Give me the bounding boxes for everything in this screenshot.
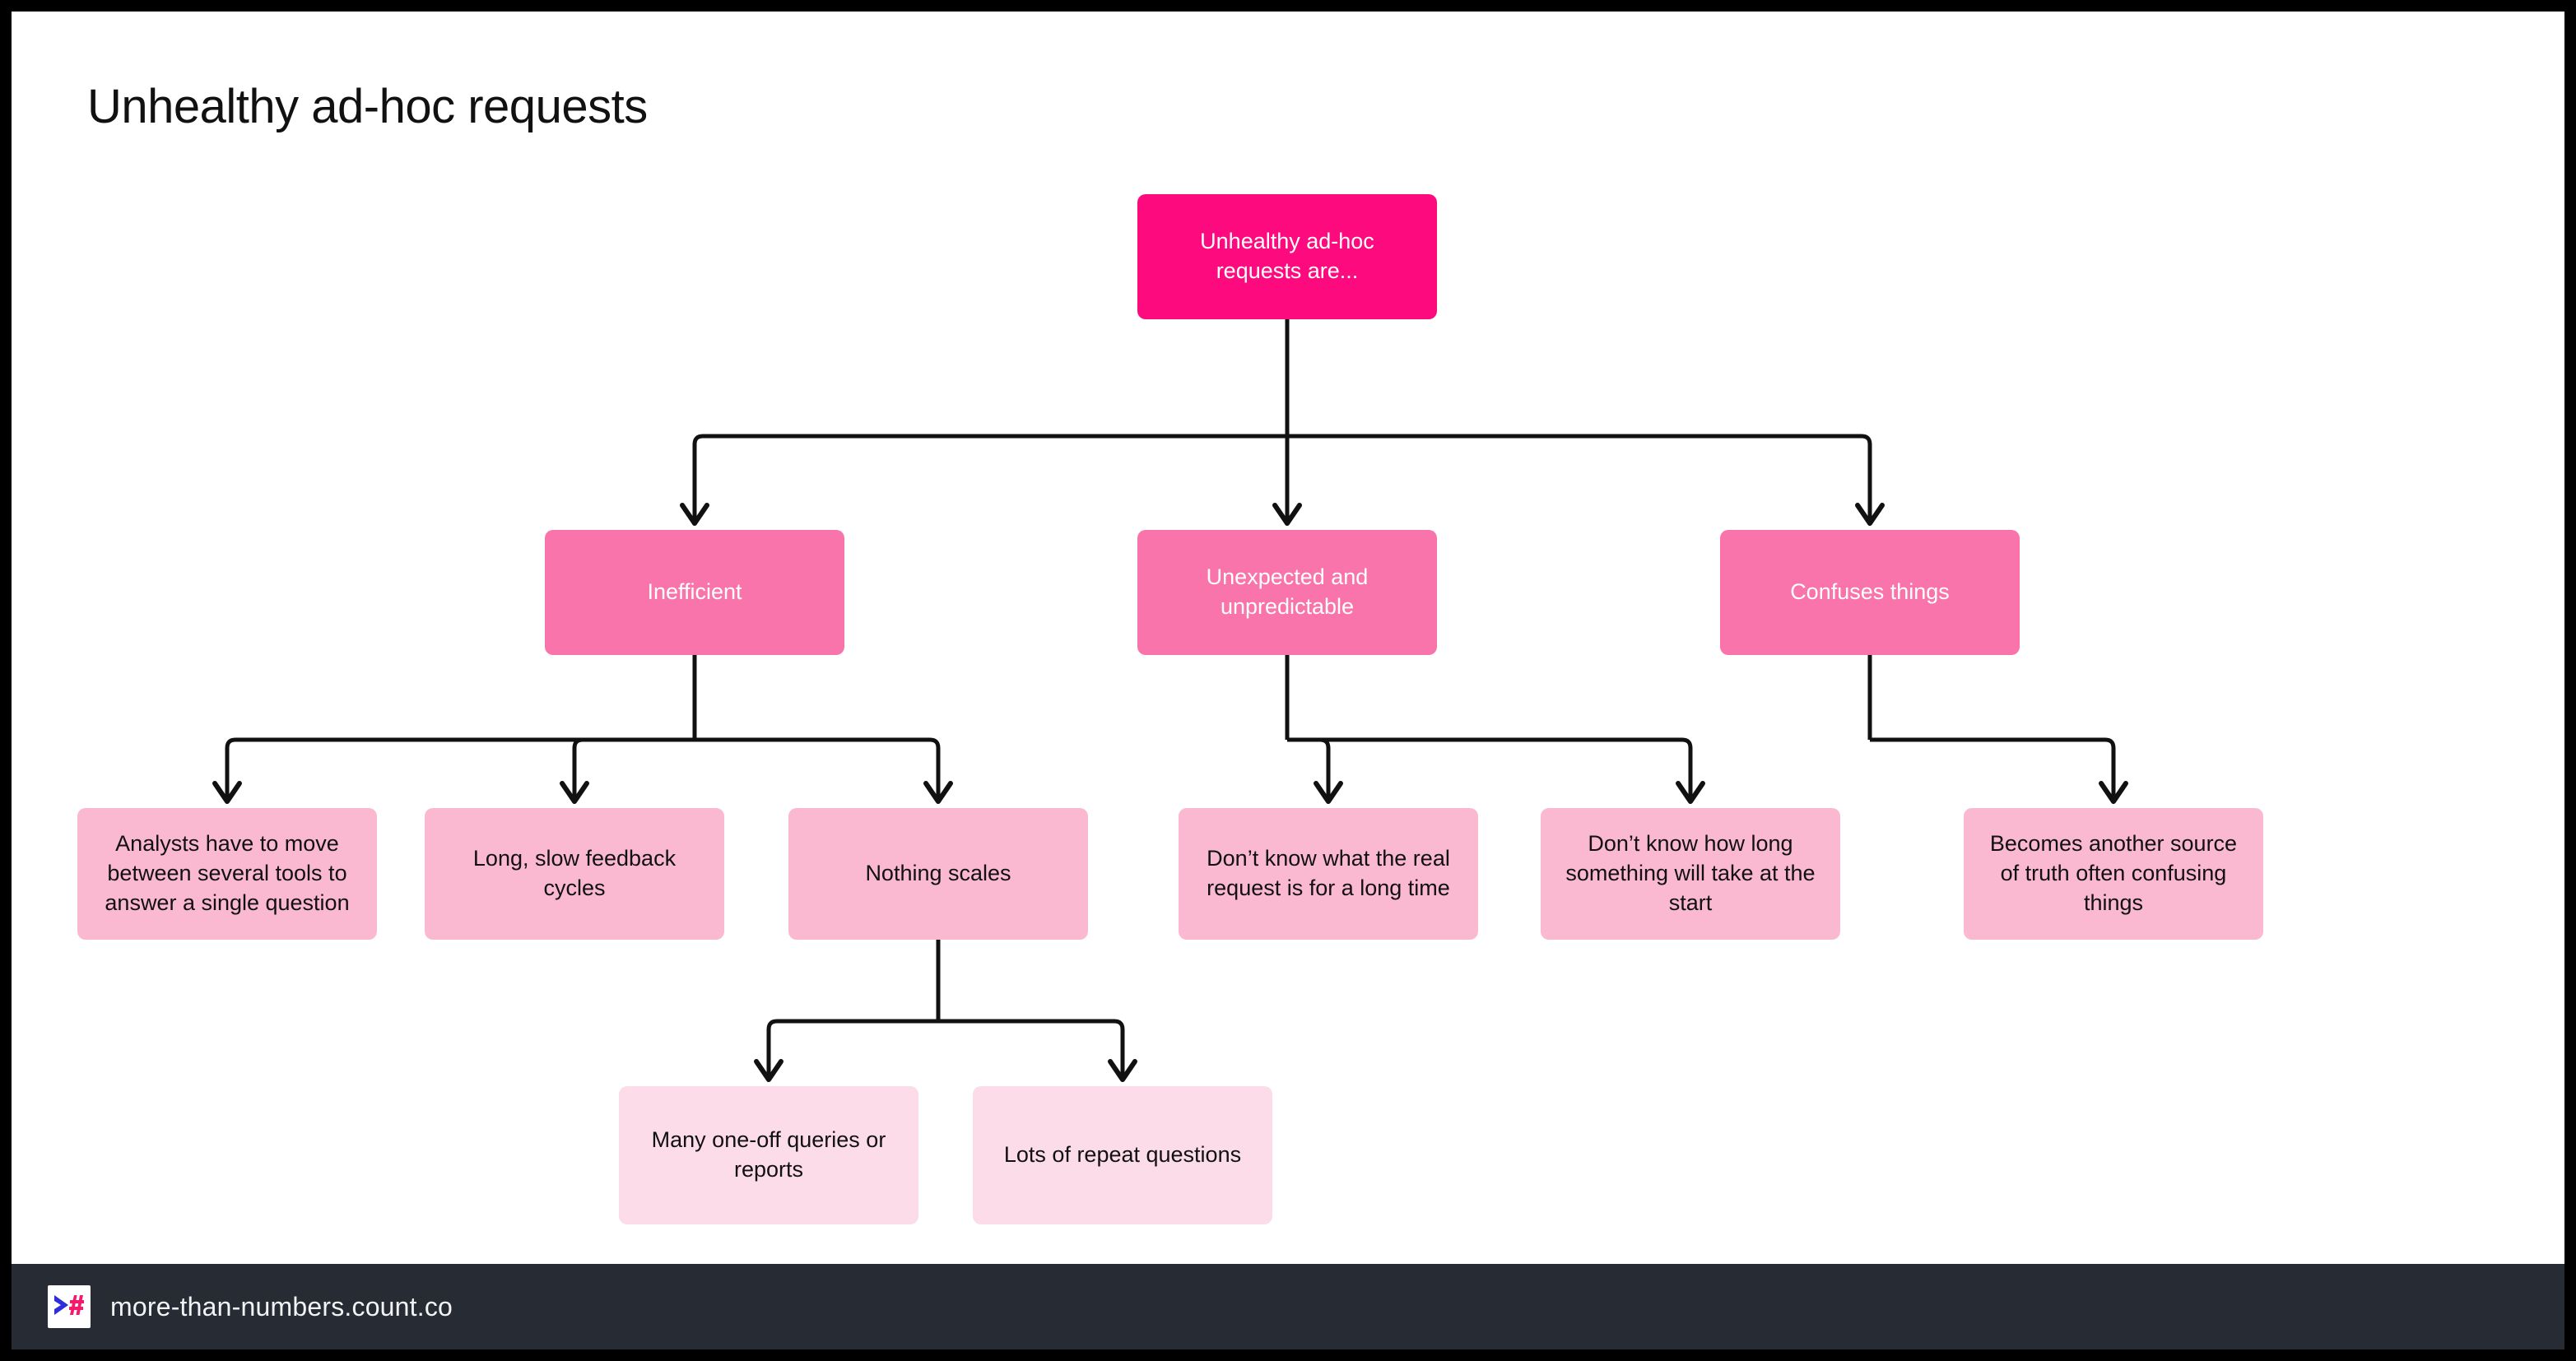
edge-segment (1287, 434, 1872, 523)
node-one-off-queries[interactable]: Many one-off queries or reports (619, 1086, 918, 1224)
edge-segment (1287, 737, 1331, 801)
edge-arrowhead (560, 781, 589, 804)
tree-diagram: Unhealthy ad-hoc requests are... Ineffici… (12, 12, 2564, 1264)
edge-arrowhead (1272, 503, 1302, 526)
slide-canvas: Unhealthy ad-hoc requests Unhealthy ad-h… (12, 12, 2564, 1264)
node-another-source[interactable]: Becomes another source of truth often co… (1964, 808, 2263, 940)
edge-segment (766, 1019, 938, 1080)
edge-segment (692, 434, 1287, 523)
node-how-long[interactable]: Don’t know how long something will take … (1541, 808, 1840, 940)
edge-segment (1287, 737, 1693, 801)
node-unexpected[interactable]: Unexpected and unpredictable (1137, 530, 1437, 655)
node-analysts-tools[interactable]: Analysts have to move between several to… (77, 808, 377, 940)
node-root[interactable]: Unhealthy ad-hoc requests are... (1137, 194, 1437, 319)
edge-arrowhead (754, 1059, 783, 1082)
node-repeat-questions[interactable]: Lots of repeat questions (973, 1086, 1272, 1224)
edge-arrowhead (1314, 781, 1343, 804)
edge-arrowhead (1676, 781, 1705, 804)
edge-segment (572, 737, 695, 801)
footer-url-label: more-than-numbers.count.co (110, 1291, 453, 1322)
node-real-request[interactable]: Don’t know what the real request is for … (1179, 808, 1478, 940)
node-nothing-scales[interactable]: Nothing scales (788, 808, 1088, 940)
edge-segment (225, 737, 695, 801)
edge-arrowhead (2099, 781, 2128, 804)
edge-segment (1870, 737, 2116, 801)
node-inefficient[interactable]: Inefficient (545, 530, 844, 655)
edge-arrowhead (1108, 1059, 1137, 1082)
page-title: Unhealthy ad-hoc requests (87, 80, 648, 133)
edge-arrowhead (680, 503, 709, 526)
edge-segment (695, 737, 941, 801)
edge-arrowhead (212, 781, 242, 804)
edge-segment (938, 1019, 1125, 1080)
edge-arrowhead (923, 781, 953, 804)
node-feedback-cycles[interactable]: Long, slow feedback cycles (425, 808, 724, 940)
edge-arrowhead (1855, 503, 1885, 526)
count-logo-glyph (54, 1295, 84, 1315)
node-confuses[interactable]: Confuses things (1720, 530, 2020, 655)
footer-bar: more-than-numbers.count.co (12, 1264, 2564, 1349)
count-logo-icon (48, 1285, 91, 1328)
